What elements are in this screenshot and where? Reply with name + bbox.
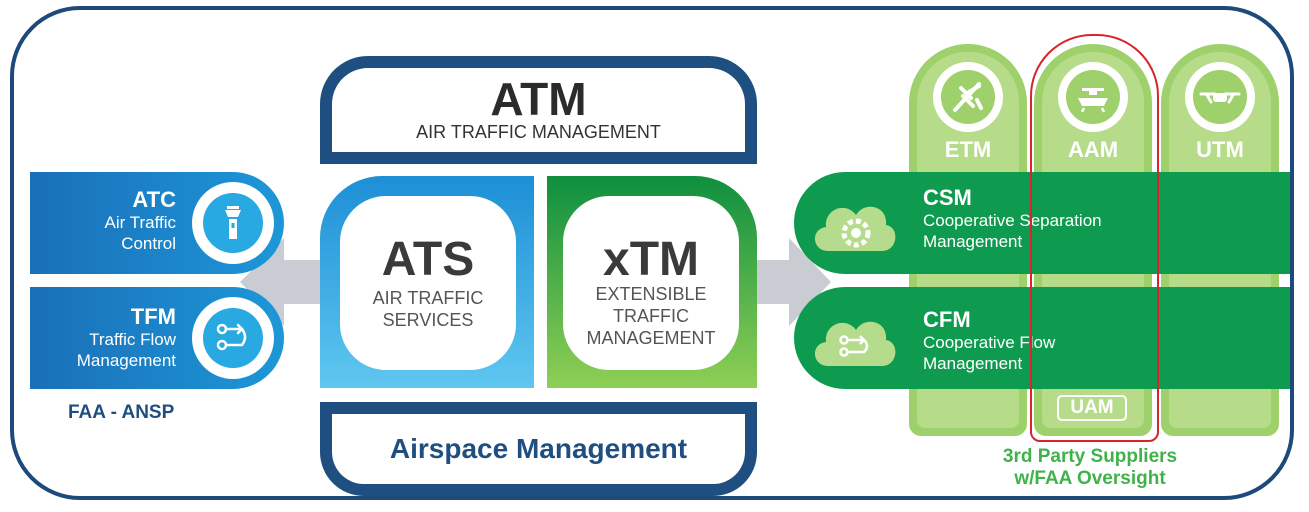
arrow-left-icon: [240, 238, 326, 326]
atc-pill: ATC Air Traffic Control: [30, 172, 284, 274]
tfm-line: Management: [76, 351, 176, 370]
airplane-icon: [933, 62, 1003, 132]
cfm-line: Management: [923, 354, 1023, 373]
xtm-subtitle-line: TRAFFIC: [613, 306, 689, 326]
supplier-caption-line: w/FAA Oversight: [1014, 468, 1166, 489]
ats-inner: [340, 196, 516, 370]
flow-route-icon: [192, 297, 274, 379]
outer-frame: [10, 6, 1294, 500]
xtm-subtitle-line: MANAGEMENT: [586, 328, 716, 348]
aam-label: AAM: [1067, 137, 1119, 162]
cfm-acronym: CFM: [923, 307, 971, 332]
tfm-acronym: TFM: [130, 304, 176, 329]
tfm-line: Traffic Flow: [89, 330, 176, 349]
xtm-subtitle: EXTENSIBLE TRAFFIC MANAGEMENT: [563, 283, 739, 349]
supplier-caption-line: 3rd Party Suppliers: [1002, 446, 1178, 467]
airspace-divider: [320, 402, 757, 414]
atm-divider: [320, 152, 757, 164]
ats-title: ATS: [381, 233, 475, 286]
tfm-pill: TFM Traffic Flow Management: [30, 287, 284, 389]
atc-text: ATC Air Traffic Control: [30, 188, 176, 254]
atm-box: [320, 56, 757, 164]
utm-label: UTM: [1196, 137, 1244, 162]
arrow-right-icon: [753, 238, 831, 326]
cloud-gear-icon: [814, 206, 896, 251]
ats-subtitle: AIR TRAFFIC SERVICES: [340, 287, 516, 331]
tfm-text: TFM Traffic Flow Management: [30, 305, 176, 371]
cfm-line: Cooperative Flow: [923, 333, 1056, 352]
csm-text: CSM Cooperative Separation Management: [923, 186, 1102, 252]
ats-subtitle-line: SERVICES: [382, 310, 474, 330]
csm-line: Management: [923, 232, 1023, 251]
xtm-inner: [563, 196, 739, 370]
csm-line: Cooperative Separation: [923, 211, 1102, 230]
ats-subtitle-line: AIR TRAFFIC: [372, 288, 484, 308]
drone-icon: [1185, 62, 1255, 132]
xtm-subtitle-line: EXTENSIBLE: [595, 284, 707, 304]
control-tower-icon: [192, 182, 274, 264]
atc-line: Control: [121, 234, 176, 253]
faa-ansp-caption: FAA - ANSP: [68, 402, 175, 423]
atc-acronym: ATC: [132, 187, 176, 212]
aam-highlight-outline: [1030, 34, 1159, 442]
csm-acronym: CSM: [923, 185, 972, 210]
atm-title: ATM: [490, 73, 587, 125]
supplier-caption: 3rd Party Suppliers w/FAA Oversight: [970, 446, 1210, 490]
atm-subtitle: AIR TRAFFIC MANAGEMENT: [416, 122, 661, 142]
atc-line: Air Traffic: [104, 213, 176, 232]
xtm-title: xTM: [603, 233, 699, 286]
cloud-flow-icon: [814, 321, 896, 366]
cfm-text: CFM Cooperative Flow Management: [923, 308, 1055, 374]
etm-label: ETM: [944, 137, 992, 162]
airspace-label: Airspace Management: [389, 433, 688, 464]
